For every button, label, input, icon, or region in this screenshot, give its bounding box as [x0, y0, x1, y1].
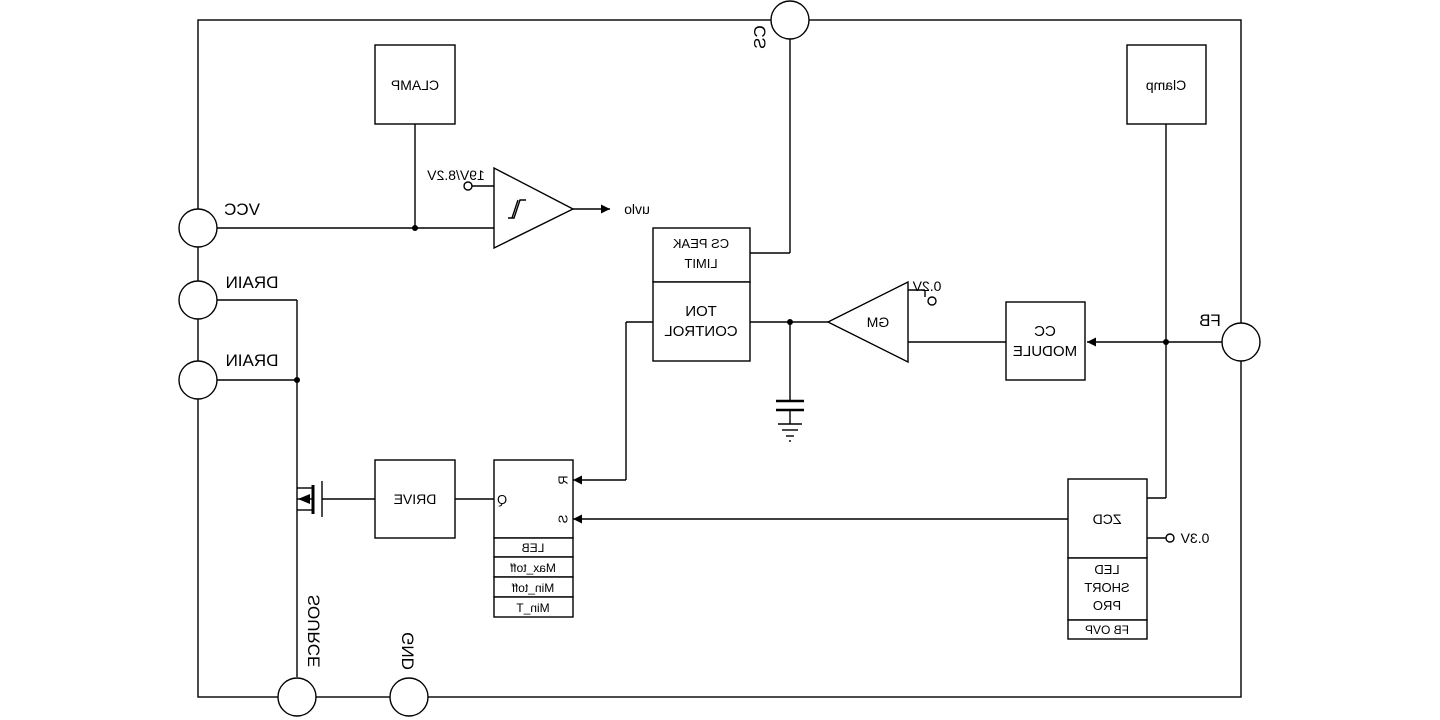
- pin-gnd-label: GND: [399, 632, 418, 670]
- led-label-3: PRO: [1093, 598, 1121, 613]
- wires: [216, 39, 1222, 677]
- uvlo-comparator: [463, 166, 575, 250]
- pin-vcc-label: VCC: [224, 200, 260, 219]
- zcd-ref-node: [1165, 533, 1175, 543]
- zcd-label: ZCD: [1093, 511, 1122, 527]
- cs-peak-label-1: CS PEAK: [672, 236, 729, 251]
- min-t-cell: [493, 596, 574, 618]
- uvlo-threshold-label: 19V/8.2V: [427, 167, 485, 183]
- pin-fb: [1221, 322, 1261, 362]
- zcd-block: [1067, 478, 1148, 559]
- pin-drain-2: [178, 360, 218, 400]
- pin-source-label: SOURCE: [305, 595, 324, 668]
- sr-r-label: R: [556, 475, 571, 484]
- pins: [178, 0, 1261, 717]
- cc-label-2: MODULE: [1013, 343, 1077, 360]
- gm-label: GM: [867, 314, 890, 330]
- pin-drain-1-label: DRAIN: [226, 273, 279, 292]
- drive-block: [374, 459, 456, 539]
- sr-latch-block: [493, 459, 574, 539]
- clamp-right-block: [1126, 44, 1207, 125]
- leb-label: LEB: [522, 541, 545, 555]
- fb-ovp-label: FB OVP: [1085, 623, 1129, 637]
- cs-peak-label-2: LIMIT: [684, 256, 717, 271]
- cc-module-block: [1005, 301, 1086, 381]
- pin-cs-label: CS: [751, 25, 770, 49]
- led-label-2: SHORT: [1084, 580, 1129, 595]
- gm-amplifier: [826, 280, 937, 364]
- uvlo-label: uvlo: [624, 201, 650, 217]
- ton-label-1: TON: [685, 303, 716, 320]
- clamp-left-label: CLAMP: [391, 77, 439, 93]
- ton-control-block: [652, 281, 751, 362]
- pin-drain-2-label: DRAIN: [226, 351, 279, 370]
- pin-source: [277, 677, 317, 717]
- pin-drain-1: [178, 280, 218, 320]
- led-label-1: LED: [1094, 562, 1119, 577]
- junctions: [294, 225, 1169, 383]
- min-toff-label: Min_toff: [511, 581, 554, 595]
- clamp-left-block: [374, 44, 456, 125]
- pin-fb-label: FB: [1199, 311, 1221, 330]
- clamp-right-label: Clamp: [1146, 77, 1187, 93]
- ton-label-2: CONTROL: [664, 323, 737, 340]
- sr-q-label: Q: [497, 492, 507, 507]
- led-short-pro-block: [1067, 557, 1148, 621]
- mosfet-icon: [297, 481, 323, 517]
- sr-s-label: S: [556, 515, 571, 524]
- fb-ovp-cell: [1067, 619, 1148, 640]
- pin-vcc: [178, 208, 218, 248]
- drive-label: DRIVE: [394, 491, 437, 507]
- pin-cs: [770, 0, 810, 40]
- pin-gnd: [389, 677, 429, 717]
- max-toff-label: Max_toff: [509, 561, 555, 575]
- zcd-ref-label: 0.3V: [1180, 530, 1209, 546]
- capacitor-ground-icon: [776, 399, 804, 442]
- gm-ref-label: 0.2V: [912, 278, 941, 294]
- min-t-label: Min_T: [516, 601, 550, 615]
- cs-peak-limit-block: [652, 227, 751, 283]
- cc-label-1: CC: [1034, 323, 1056, 340]
